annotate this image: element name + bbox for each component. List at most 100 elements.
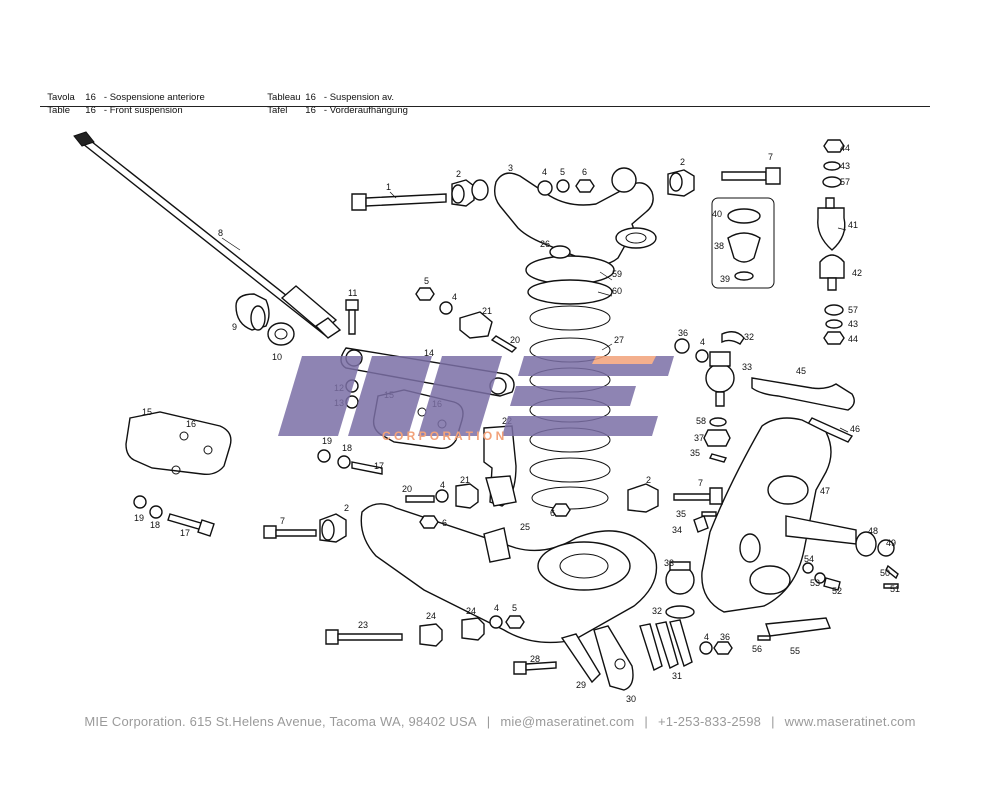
plate-55-56: [757, 617, 831, 641]
bushing-2-right: [667, 169, 695, 197]
callout-1: 1: [386, 182, 391, 192]
footer-phone[interactable]: +1-253-833-2598: [657, 714, 762, 729]
upper-ball-joint: [674, 331, 745, 407]
callout-60: 60: [612, 286, 622, 296]
callout-11: 11: [348, 288, 357, 298]
callout-58: 58: [696, 416, 706, 426]
callout-6b: 6: [442, 518, 447, 528]
header-en-title: - Front suspension: [103, 105, 183, 116]
callout-4e: 4: [494, 603, 499, 613]
callout-7c: 7: [280, 516, 285, 526]
header-fr-label: Tableau: [267, 92, 301, 103]
callout-47: 47: [820, 486, 830, 496]
callout-31: 31: [672, 671, 682, 681]
callout-18b: 18: [150, 520, 160, 530]
callout-41: 41: [848, 220, 858, 230]
callout-53: 53: [810, 578, 820, 588]
callout-27: 27: [614, 335, 624, 345]
callout-39: 39: [720, 274, 730, 284]
callout-19b: 19: [134, 513, 144, 523]
header-de-title: - Vorderaufhängung: [323, 105, 408, 116]
bushings-9-10: [235, 293, 295, 346]
lower-bolt-23: [325, 629, 403, 645]
link-31-nuts-36-4: [639, 619, 733, 671]
callout-32a: 32: [744, 332, 754, 342]
callout-36a: 36: [678, 328, 688, 338]
callout-17a: 17: [374, 461, 384, 471]
callout-45: 45: [796, 366, 806, 376]
callout-36b: 36: [720, 632, 730, 642]
bolt-1: [351, 193, 447, 211]
callout-4b: 4: [452, 292, 457, 302]
callout-32b: 32: [652, 606, 662, 616]
callout-6a: 6: [582, 167, 587, 177]
callout-48: 48: [868, 526, 878, 536]
ball-joint-boot-kit: [711, 197, 775, 289]
callout-7a: 7: [768, 152, 773, 162]
callout-43a: 43: [840, 161, 850, 171]
callout-59: 59: [612, 269, 622, 279]
callout-52: 52: [832, 586, 842, 596]
upper-control-arm: [493, 167, 657, 265]
callout-24b: 24: [466, 606, 476, 616]
callout-21b: 21: [460, 475, 470, 485]
callout-56: 56: [752, 644, 762, 654]
footer-contact: MIE Corporation. 615 St.Helens Avenue, T…: [0, 714, 1000, 729]
header-en-label: Table: [47, 105, 70, 116]
hardware-52-54: [802, 562, 841, 591]
footer-separator: |: [771, 714, 775, 729]
callout-54: 54: [804, 554, 814, 564]
header-it-title: - Sospensione anteriore: [103, 92, 205, 103]
callout-6c: 6: [550, 508, 555, 518]
callout-40: 40: [712, 209, 722, 219]
footer-separator: |: [486, 714, 491, 729]
watermark-logo-shapes: [278, 356, 674, 436]
bushings-lower: [263, 475, 723, 543]
callout-16b: 16: [186, 419, 196, 429]
spindle-hardware-48-51: [855, 531, 899, 589]
callout-44a: 44: [840, 143, 850, 153]
callout-30: 30: [626, 694, 636, 704]
hardware-4-5-21-20-mid: [345, 287, 518, 409]
mie-corporation-watermark: C O R P O R A T I O N: [278, 356, 674, 443]
header-de-label: Tafel: [267, 105, 288, 116]
callout-55: 55: [790, 646, 800, 656]
callout-10: 10: [272, 352, 282, 362]
callout-5c: 5: [512, 603, 517, 613]
callout-20b: 20: [402, 484, 412, 494]
callout-2c: 2: [646, 475, 651, 485]
footer-website[interactable]: www.maseratinet.com: [784, 714, 916, 729]
hardware-4-5-6-top: [537, 179, 595, 196]
callout-43b: 43: [848, 319, 858, 329]
callout-23: 23: [358, 620, 368, 630]
bump-stops: [817, 139, 846, 345]
callout-49: 49: [886, 538, 896, 548]
torsion-bar: [73, 131, 342, 339]
callout-5b: 5: [424, 276, 429, 286]
castle-nut-37-58: [703, 417, 731, 463]
callout-57a: 57: [840, 177, 850, 187]
bolt-7-top: [721, 167, 781, 185]
header-divider: [40, 106, 930, 107]
header-fr-num: 16: [305, 92, 316, 103]
footer-email[interactable]: mie@maseratinet.com: [500, 714, 635, 729]
callout-14: 14: [424, 348, 434, 358]
callout-51: 51: [890, 584, 900, 594]
callout-44b: 44: [848, 334, 858, 344]
callout-38: 38: [714, 241, 724, 251]
header-german: Tafel 16 - Vorderaufhängung: [262, 91, 408, 117]
callout-2d: 2: [344, 503, 349, 513]
callout-19a: 19: [322, 436, 332, 446]
callout-20a: 20: [510, 335, 520, 345]
hardware-17-18-19: [133, 449, 383, 537]
leader-lines: [221, 191, 849, 433]
callout-5a: 5: [560, 167, 565, 177]
watermark-subtitle: C O R P O R A T I O N: [382, 429, 504, 443]
callout-37: 37: [694, 433, 704, 443]
callout-4d: 4: [440, 480, 445, 490]
callout-42: 42: [852, 268, 862, 278]
